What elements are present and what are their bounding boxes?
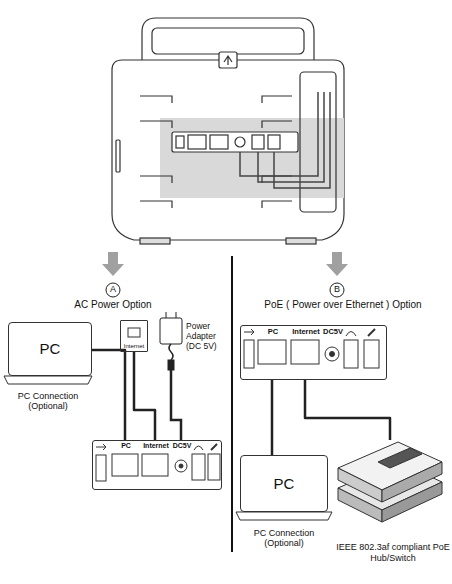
hook-arrow (224, 56, 232, 65)
option-circle (330, 283, 344, 297)
handset-port (364, 340, 379, 368)
port-panel: PC InternetDC5V (240, 325, 387, 380)
slot (140, 176, 172, 183)
dc-port (235, 137, 245, 147)
adapter-cable (171, 370, 181, 440)
port-label: DC5V (323, 328, 343, 337)
poe-switch: IEEE 802.3af compliant PoE Hub/Switch (334, 440, 452, 564)
phone-body (112, 60, 344, 240)
foot (286, 238, 316, 244)
adapter-prongs (166, 312, 176, 318)
ethernet-port (258, 340, 286, 364)
handset-port (208, 454, 220, 480)
option-letter: A (107, 284, 119, 294)
adapter-cord (169, 344, 173, 360)
laptop-base (4, 376, 92, 384)
slot (262, 201, 292, 208)
port-panel-a (96, 444, 220, 481)
port-label: Internet (143, 442, 169, 450)
dc-pin (330, 352, 335, 357)
cable (240, 92, 318, 176)
port-strip (172, 132, 298, 152)
node-text: PC (274, 475, 295, 492)
section-title: PoE ( Power over Ethernet ) Option (238, 299, 448, 311)
ethernet-port (142, 454, 168, 476)
node-text: PC (40, 340, 61, 357)
usb-port (244, 340, 254, 368)
headset-symbol (346, 332, 356, 337)
divider (231, 256, 233, 552)
poe-switch (338, 442, 442, 522)
headset-port (344, 340, 358, 368)
switch-upper-side (338, 468, 382, 502)
power-adapter (160, 312, 182, 440)
down-arrow (326, 252, 348, 276)
down-arrows (102, 252, 348, 276)
side-key (116, 140, 120, 172)
cable (305, 380, 390, 440)
device-caption: PC Connection (Optional) (4, 391, 92, 412)
usb-port (176, 136, 184, 148)
laptop-screen: PC (8, 322, 92, 376)
laptop-screen: PC (240, 455, 328, 512)
stand-inner (152, 28, 304, 54)
switch-ports (378, 448, 422, 468)
phone-cables (240, 92, 330, 188)
usb-port (96, 455, 106, 481)
wall-jack-port (128, 328, 140, 337)
dc-pin (179, 464, 183, 468)
device-caption: PC Connection (Optional) (236, 528, 332, 549)
port-panel: PC Internet DC5V (92, 440, 222, 490)
headset-port (192, 454, 205, 480)
ethernet-port (291, 340, 319, 364)
slot (262, 96, 292, 103)
cable (92, 350, 125, 440)
dc-port (325, 347, 339, 361)
option-letter: B (331, 284, 343, 294)
port-label: PC (268, 328, 278, 337)
usb-symbol (244, 329, 254, 335)
option-circle (106, 283, 120, 297)
slot (140, 201, 172, 208)
slot (140, 121, 172, 128)
rj9-port (252, 135, 264, 149)
node-text: IEEE 802.3af compliant PoE Hub/Switch (334, 542, 452, 563)
headset-symbol (194, 446, 203, 450)
cable (274, 92, 330, 188)
adapter-body (160, 318, 182, 344)
cable (258, 92, 324, 182)
port-panel-b (244, 329, 379, 368)
ethernet-port (210, 135, 228, 149)
handset-symbol (368, 329, 375, 336)
cable (134, 352, 155, 440)
phone-rear (112, 18, 344, 244)
port-label: DC5V (173, 442, 192, 450)
ferrite (168, 360, 174, 370)
shaded-area (160, 118, 344, 198)
port-label: PC (121, 442, 131, 450)
wall-jack: Internet (120, 320, 148, 352)
ethernet-port (188, 135, 206, 149)
port-label: Internet (292, 328, 320, 337)
slot (262, 121, 292, 128)
device-caption: Power Adapter (DC 5V) (186, 322, 228, 351)
dc-port (175, 460, 187, 472)
laptop-base (236, 512, 332, 520)
handset-symbol (211, 444, 217, 450)
hook (219, 52, 237, 68)
foot (140, 238, 170, 244)
rj9-port (268, 135, 280, 149)
cable (271, 380, 274, 455)
down-arrow (102, 252, 124, 276)
node-text: Internet (124, 343, 144, 350)
section-title: AC Power Option (30, 299, 196, 311)
usb-symbol (96, 444, 106, 450)
ethernet-port (112, 454, 138, 476)
slot (140, 96, 172, 103)
